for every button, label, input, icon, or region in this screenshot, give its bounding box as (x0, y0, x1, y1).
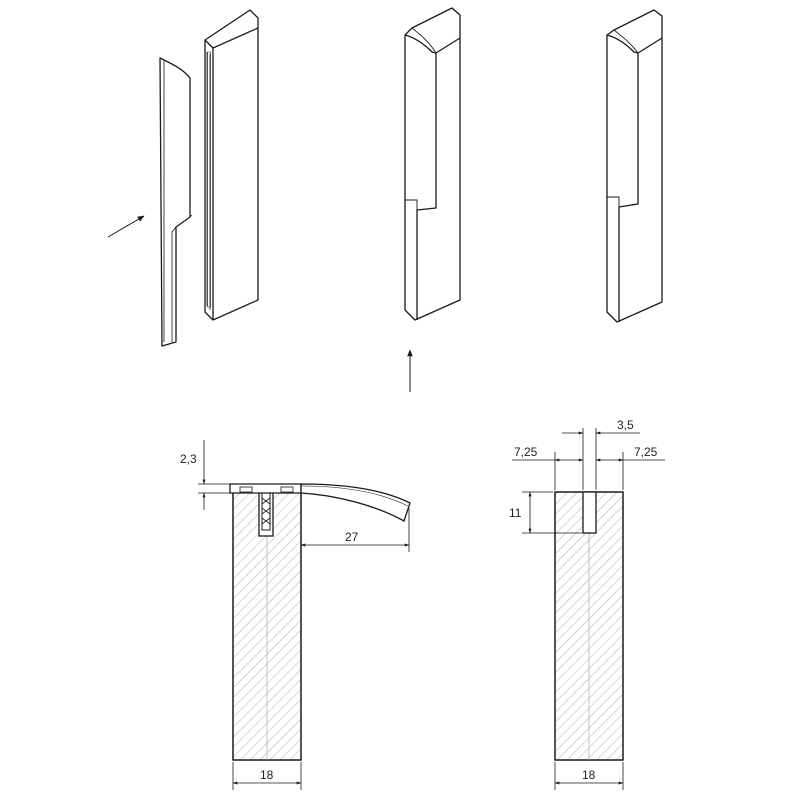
dim-groove-depth: 11 (509, 506, 522, 520)
dim-overhang: 27 (345, 530, 359, 544)
assembled-profile-right (606, 9, 663, 323)
dimension-lines-right (512, 428, 665, 790)
dim-width-right: 18 (582, 768, 596, 782)
dim-groove-width: 3,5 (617, 418, 634, 432)
section-drawing-right (554, 491, 624, 761)
dimension-lines-left (198, 440, 410, 790)
dim-width-left: 18 (260, 768, 274, 782)
dim-left-offset: 7,25 (514, 445, 538, 459)
board-with-groove (204, 9, 259, 321)
dim-lip-thickness: 2,3 (180, 452, 197, 466)
dim-right-offset: 7,25 (634, 445, 658, 459)
assembled-profile-middle (404, 7, 461, 321)
section-drawing-left (229, 483, 411, 761)
handle-profile-part (159, 57, 193, 347)
arrow-icon (107, 215, 145, 238)
